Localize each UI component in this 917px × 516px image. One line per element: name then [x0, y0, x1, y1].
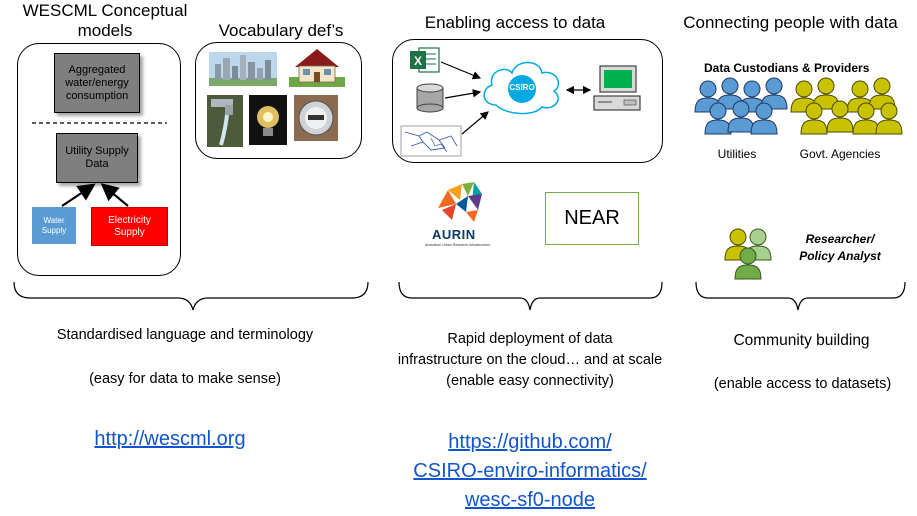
wescml-title: WESCML Conceptual models [22, 1, 188, 40]
vocabulary-title: Vocabulary def’s [218, 21, 344, 40]
wescml-caption: Standardised language and terminology [56, 327, 314, 343]
access-caption-line3: (enable easy connectivity) [446, 373, 614, 389]
utility-supply-label: Utility Supply Data [65, 145, 129, 170]
city-skyline-image [209, 52, 277, 86]
custodians-label: Data Custodians & Providers [704, 61, 870, 75]
agencies-label: Govt. Agencies [799, 147, 881, 161]
researcher-label-line2: Policy Analyst [799, 249, 881, 263]
water-to-utility-arrow [61, 183, 96, 207]
researcher-label-line1: Researcher/ [805, 232, 875, 246]
aurin-label: AURIN [432, 227, 476, 242]
electricity-meter-image [294, 95, 338, 141]
csiro-cloud-label: CSIRO [509, 83, 535, 92]
brace-access [398, 281, 663, 311]
aurin-subtitle: Australian Urban Research Infrastructure [425, 243, 491, 247]
database-icon [416, 83, 444, 113]
access-caption-line1: Rapid deployment of data [447, 331, 613, 347]
model-divider [32, 122, 167, 124]
people-title: Connecting people with data [683, 13, 898, 32]
svg-text:X: X [414, 54, 422, 68]
csiro-cloud-icon [483, 61, 560, 115]
brace-wescml [13, 281, 369, 311]
electricity-supply-box: Electricity Supply [91, 207, 168, 246]
network-map-image [400, 125, 462, 157]
access-title: Enabling access to data [424, 13, 606, 32]
access-arrows [440, 61, 592, 135]
utilities-label: Utilities [717, 147, 757, 161]
map-to-cloud-arrow [461, 111, 489, 135]
utility-supply-box: Utility Supply Data [56, 133, 138, 183]
water-supply-box: Water Supply [32, 207, 76, 244]
computer-icon [593, 65, 641, 111]
near-box: NEAR [545, 192, 639, 245]
water-tap-image [207, 95, 243, 147]
github-link-line1[interactable]: https://github.com/ [448, 431, 612, 453]
house-image [289, 49, 345, 87]
brace-people [695, 281, 906, 311]
github-link-line3[interactable]: wesc-sf0-node [464, 489, 596, 511]
excel-icon: X [410, 47, 440, 73]
supply-arrows [61, 183, 129, 207]
water-supply-label: Water Supply [41, 215, 67, 235]
people-caption: Community building [733, 332, 870, 349]
excel-to-cloud-arrow [440, 61, 482, 80]
section-braces [13, 281, 906, 311]
researcher-label: Researcher/ Policy Analyst [785, 231, 895, 265]
github-link-line2[interactable]: CSIRO-enviro-informatics/ [413, 460, 647, 482]
access-caption: Rapid deployment of data infrastructure … [370, 329, 690, 392]
electricity-to-utility-arrow [100, 183, 129, 207]
wescml-caption-sub: (easy for data to make sense) [89, 371, 281, 387]
access-caption-line2: infrastructure on the cloud… and at scal… [397, 352, 663, 368]
aggregated-consumption-box: Aggregated water/energy consumption [54, 53, 140, 113]
near-label: NEAR [564, 207, 620, 229]
aurin-logo [438, 182, 482, 222]
database-to-cloud-arrow [444, 89, 482, 99]
people-caption-sub: (enable access to datasets) [713, 376, 892, 392]
aggregated-consumption-label: Aggregated water/energy consumption [65, 63, 129, 102]
light-bulb-image [249, 95, 287, 145]
electricity-supply-label: Electricity Supply [108, 214, 151, 238]
wescml-link[interactable]: http://wescml.org [94, 428, 246, 450]
